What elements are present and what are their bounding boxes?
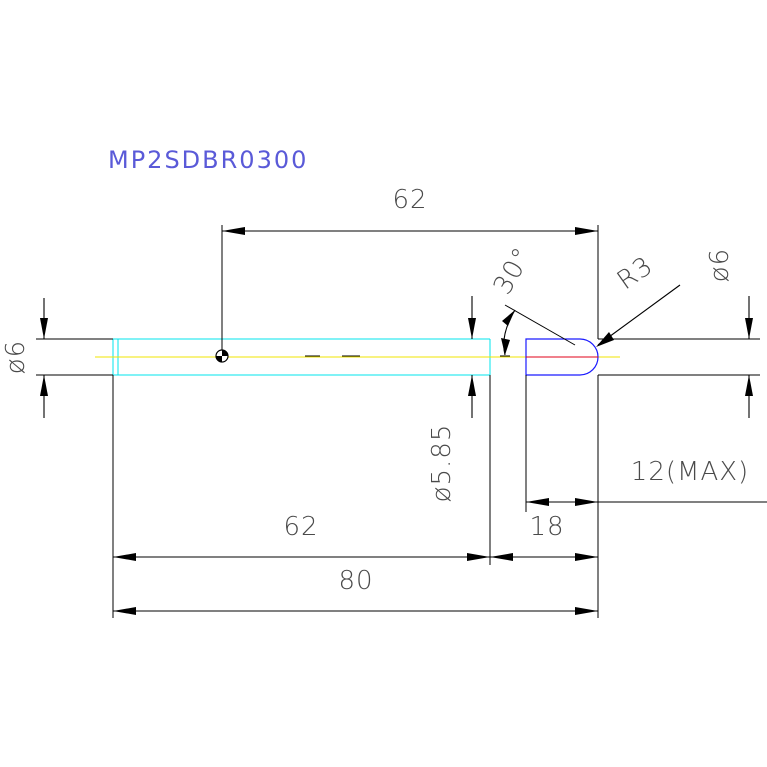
- shaft-diameter-dimension: ø5.85: [427, 296, 476, 502]
- top-length-dimension: 62: [221, 185, 599, 350]
- radius-leader: R3: [596, 251, 681, 347]
- left-diameter-dimension: ø6: [1, 298, 113, 418]
- tip-length-dimension: 18: [490, 512, 598, 561]
- right-diameter-dimension: ø6: [598, 248, 760, 418]
- shaft-length-dimension: 62: [113, 512, 490, 561]
- ball-tip: [525, 338, 599, 376]
- right-diameter-label: ø6: [705, 248, 735, 282]
- part-number-title: MP2SDBR0300: [108, 146, 308, 174]
- total-length-label: 80: [338, 566, 373, 596]
- reference-point-marker: [215, 349, 229, 363]
- tip-max-label: 12(MAX): [631, 457, 749, 487]
- angle-label: 30°: [488, 242, 539, 300]
- angle-dimension: 30°: [488, 242, 576, 356]
- left-diameter-label: ø6: [1, 340, 31, 374]
- shaft-diameter-label: ø5.85: [427, 424, 457, 503]
- lower-extension-lines: [112, 375, 599, 618]
- shaft-length-label: 62: [283, 512, 318, 542]
- top-length-label: 62: [392, 185, 427, 215]
- tip-max-dimension: 12(MAX): [526, 457, 767, 506]
- total-length-dimension: 80: [113, 566, 598, 615]
- radius-label: R3: [612, 251, 659, 297]
- tip-length-label: 18: [529, 512, 564, 542]
